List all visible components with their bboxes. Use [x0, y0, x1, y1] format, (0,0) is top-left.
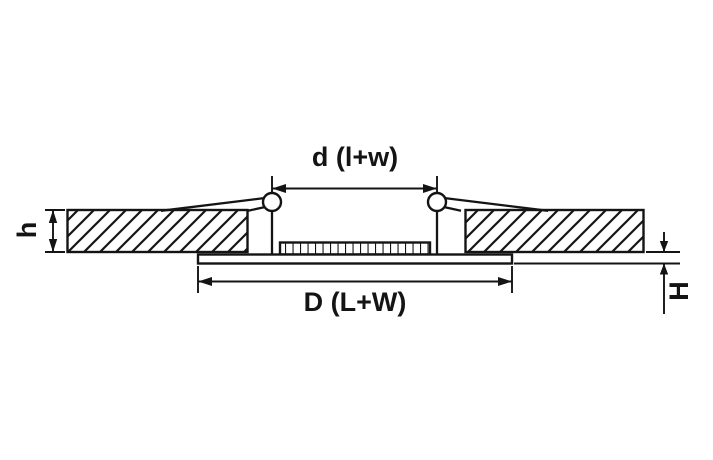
dimension-d: d (l+w)	[271, 142, 438, 193]
label-h: h	[12, 222, 42, 239]
ceiling-panel-right	[464, 208, 645, 254]
heatsink-fins	[278, 241, 432, 256]
dim-h-arrow-bottom	[48, 239, 58, 252]
dimension-D: D (L+W)	[197, 266, 513, 317]
dim-d-arrow-left	[272, 184, 286, 193]
clip-arm-left-outer	[160, 196, 266, 212]
dim-H-arrow-bottom	[659, 263, 669, 275]
dim-D-arrow-right	[498, 277, 512, 286]
dimension-H: H	[514, 232, 694, 314]
ceiling-panel-right-section	[464, 208, 645, 254]
label-H: H	[664, 281, 694, 301]
clip-arm-right-outer	[443, 196, 549, 212]
label-D: D (L+W)	[304, 287, 407, 317]
dim-H-arrow-top	[659, 241, 669, 252]
trim-plate	[196, 253, 514, 265]
dimension-h: h	[12, 209, 65, 253]
clip-pivot-left	[261, 191, 283, 213]
fixture-body	[196, 191, 514, 265]
clip-pivot-right	[426, 191, 448, 213]
ceiling-panel-left	[66, 208, 249, 254]
dim-d-arrow-right	[423, 184, 437, 193]
label-d: d (l+w)	[312, 142, 398, 172]
dim-h-arrow-top	[48, 210, 58, 223]
ceiling-panel-left-section	[66, 208, 249, 254]
dim-D-arrow-left	[198, 277, 212, 286]
